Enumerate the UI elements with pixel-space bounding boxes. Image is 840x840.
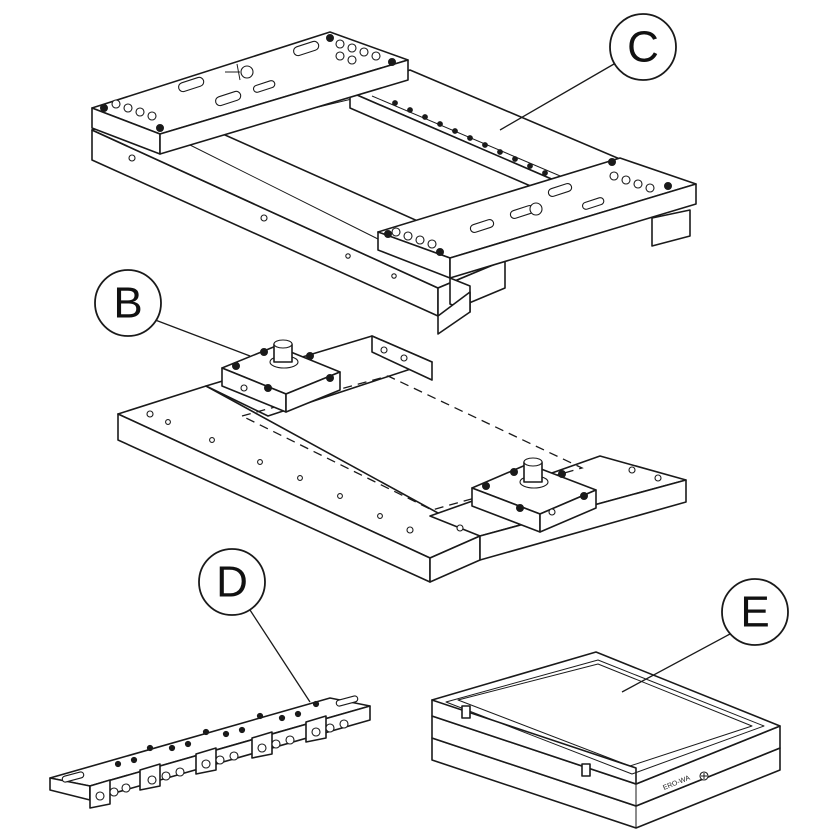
- leader-line-b: [149, 317, 251, 357]
- callout-d: D: [198, 548, 266, 616]
- callout-b: B: [94, 269, 162, 337]
- leader-line-e: [621, 633, 731, 693]
- left-end-plate: [91, 31, 409, 155]
- callout-b-label: B: [113, 279, 142, 328]
- part-d-hole-bar: [49, 695, 371, 809]
- callout-e-label: E: [740, 588, 769, 637]
- callout-d-label: D: [216, 558, 248, 607]
- part-b-base-plate-assembly: [117, 335, 687, 583]
- callout-e: E: [721, 578, 789, 646]
- leader-line-c: [499, 63, 615, 131]
- part-e-tray-stack: ERO-WA: [431, 651, 781, 829]
- part-c-pallet-frame: [91, 31, 697, 335]
- clamp-module-right: [471, 457, 597, 533]
- leader-line-d: [249, 609, 311, 703]
- clamp-module-left: [221, 339, 341, 413]
- callout-c-label: C: [627, 23, 659, 72]
- right-end-plate: [377, 157, 697, 313]
- callout-c: C: [609, 13, 677, 81]
